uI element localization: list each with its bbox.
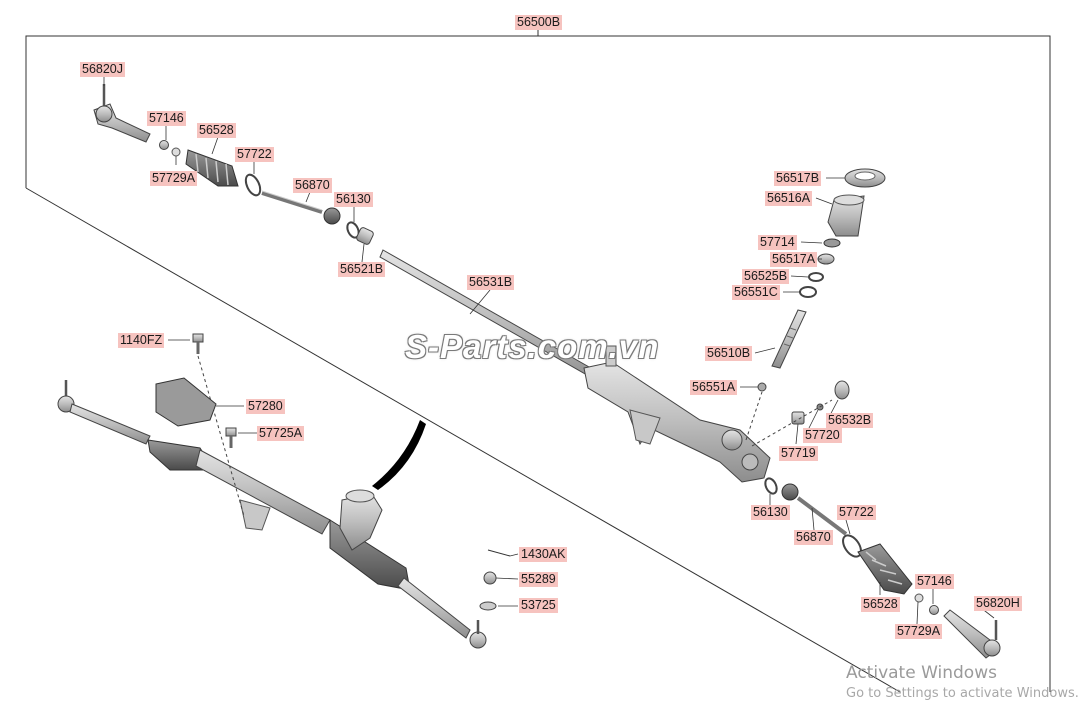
part-label-56528-left: 56528 <box>197 123 236 138</box>
ring-56130-right <box>764 477 778 495</box>
part-label-53725: 53725 <box>519 598 558 613</box>
tie-rod-end-left <box>93 84 151 143</box>
boot-56528-left <box>185 149 239 187</box>
rack-housing-upper <box>583 345 771 483</box>
part-label-56532B: 56532B <box>826 413 874 428</box>
washer-53725 <box>479 601 497 611</box>
bush-56521B <box>356 227 374 245</box>
plug-56551A <box>757 382 767 392</box>
nut-57146-left <box>159 140 169 150</box>
heat-shield-57280 <box>155 377 217 427</box>
bolt-1140FZ <box>192 333 204 354</box>
assembled-rack <box>57 380 487 649</box>
clip-57729A-left <box>171 147 181 157</box>
activate-windows-subtitle: Go to Settings to activate Windows. <box>846 686 1079 701</box>
part-label-56517B: 56517B <box>774 171 822 186</box>
part-label-56531B: 56531B <box>467 275 515 290</box>
part-label-57146-left: 57146 <box>147 111 186 126</box>
part-label-57146-right: 57146 <box>915 574 954 589</box>
part-label-57280: 57280 <box>246 399 285 414</box>
part-label-57714: 57714 <box>758 235 797 250</box>
part-label-56130-right: 56130 <box>751 505 790 520</box>
part-label-56516A: 56516A <box>765 191 813 206</box>
clamp-57722-left <box>244 173 262 197</box>
part-label-55289: 55289 <box>519 572 558 587</box>
part-label-56820H: 56820H <box>974 596 1022 611</box>
clip-57729A-right <box>914 593 924 603</box>
part-label-1140FZ: 1140FZ <box>118 333 165 348</box>
activate-windows-title: Activate Windows <box>846 663 997 683</box>
part-label-57722-left: 57722 <box>235 147 274 162</box>
assembly-label: 56500B <box>515 15 563 30</box>
part-label-57729A-left: 57729A <box>150 171 198 186</box>
yoke-56532B <box>834 380 850 400</box>
cover-56516A <box>827 194 865 237</box>
dash-guide-2 <box>745 391 763 441</box>
part-label-56820J: 56820J <box>80 62 126 77</box>
part-label-56517A: 56517A <box>770 252 818 267</box>
part-label-56130-left: 56130 <box>334 192 373 207</box>
hose-clip-1430AK <box>487 549 511 557</box>
part-label-56525B: 56525B <box>742 269 790 284</box>
part-label-56551C: 56551C <box>732 285 780 300</box>
dash-guide-3 <box>197 355 245 517</box>
ring-56551C <box>799 286 817 298</box>
inner-tie-rod-56870-left <box>261 190 341 225</box>
part-label-57729A-right: 57729A <box>895 624 943 639</box>
part-label-57720: 57720 <box>803 428 842 443</box>
nut-55289 <box>483 571 497 585</box>
part-label-57725A: 57725A <box>257 426 305 441</box>
nut-57146-right <box>929 605 939 615</box>
clamp-57722-right <box>842 534 862 558</box>
leader-lines <box>103 76 995 625</box>
washer-57714 <box>823 238 841 248</box>
tie-rod-end-right <box>943 609 1001 659</box>
part-label-57722-right: 57722 <box>837 505 876 520</box>
part-label-56510B: 56510B <box>705 346 753 361</box>
bolt-57725A <box>225 427 237 448</box>
ring-56525B <box>808 272 824 282</box>
part-label-1430AK: 1430AK <box>519 547 568 562</box>
part-label-56521B: 56521B <box>338 262 386 277</box>
part-label-56551A: 56551A <box>690 380 738 395</box>
site-watermark: S-Parts.com.vn <box>405 328 660 365</box>
boot-56528-right <box>857 543 913 595</box>
part-label-56870-left: 56870 <box>293 178 332 193</box>
inner-tie-rod-56870-right <box>781 483 848 536</box>
part-label-57719: 57719 <box>779 446 818 461</box>
pinion-56510B <box>771 309 807 369</box>
part-label-56528-right: 56528 <box>861 597 900 612</box>
bearing-56517B <box>844 168 886 188</box>
rack-bar-56531B <box>379 249 613 388</box>
part-label-56870-right: 56870 <box>794 530 833 545</box>
